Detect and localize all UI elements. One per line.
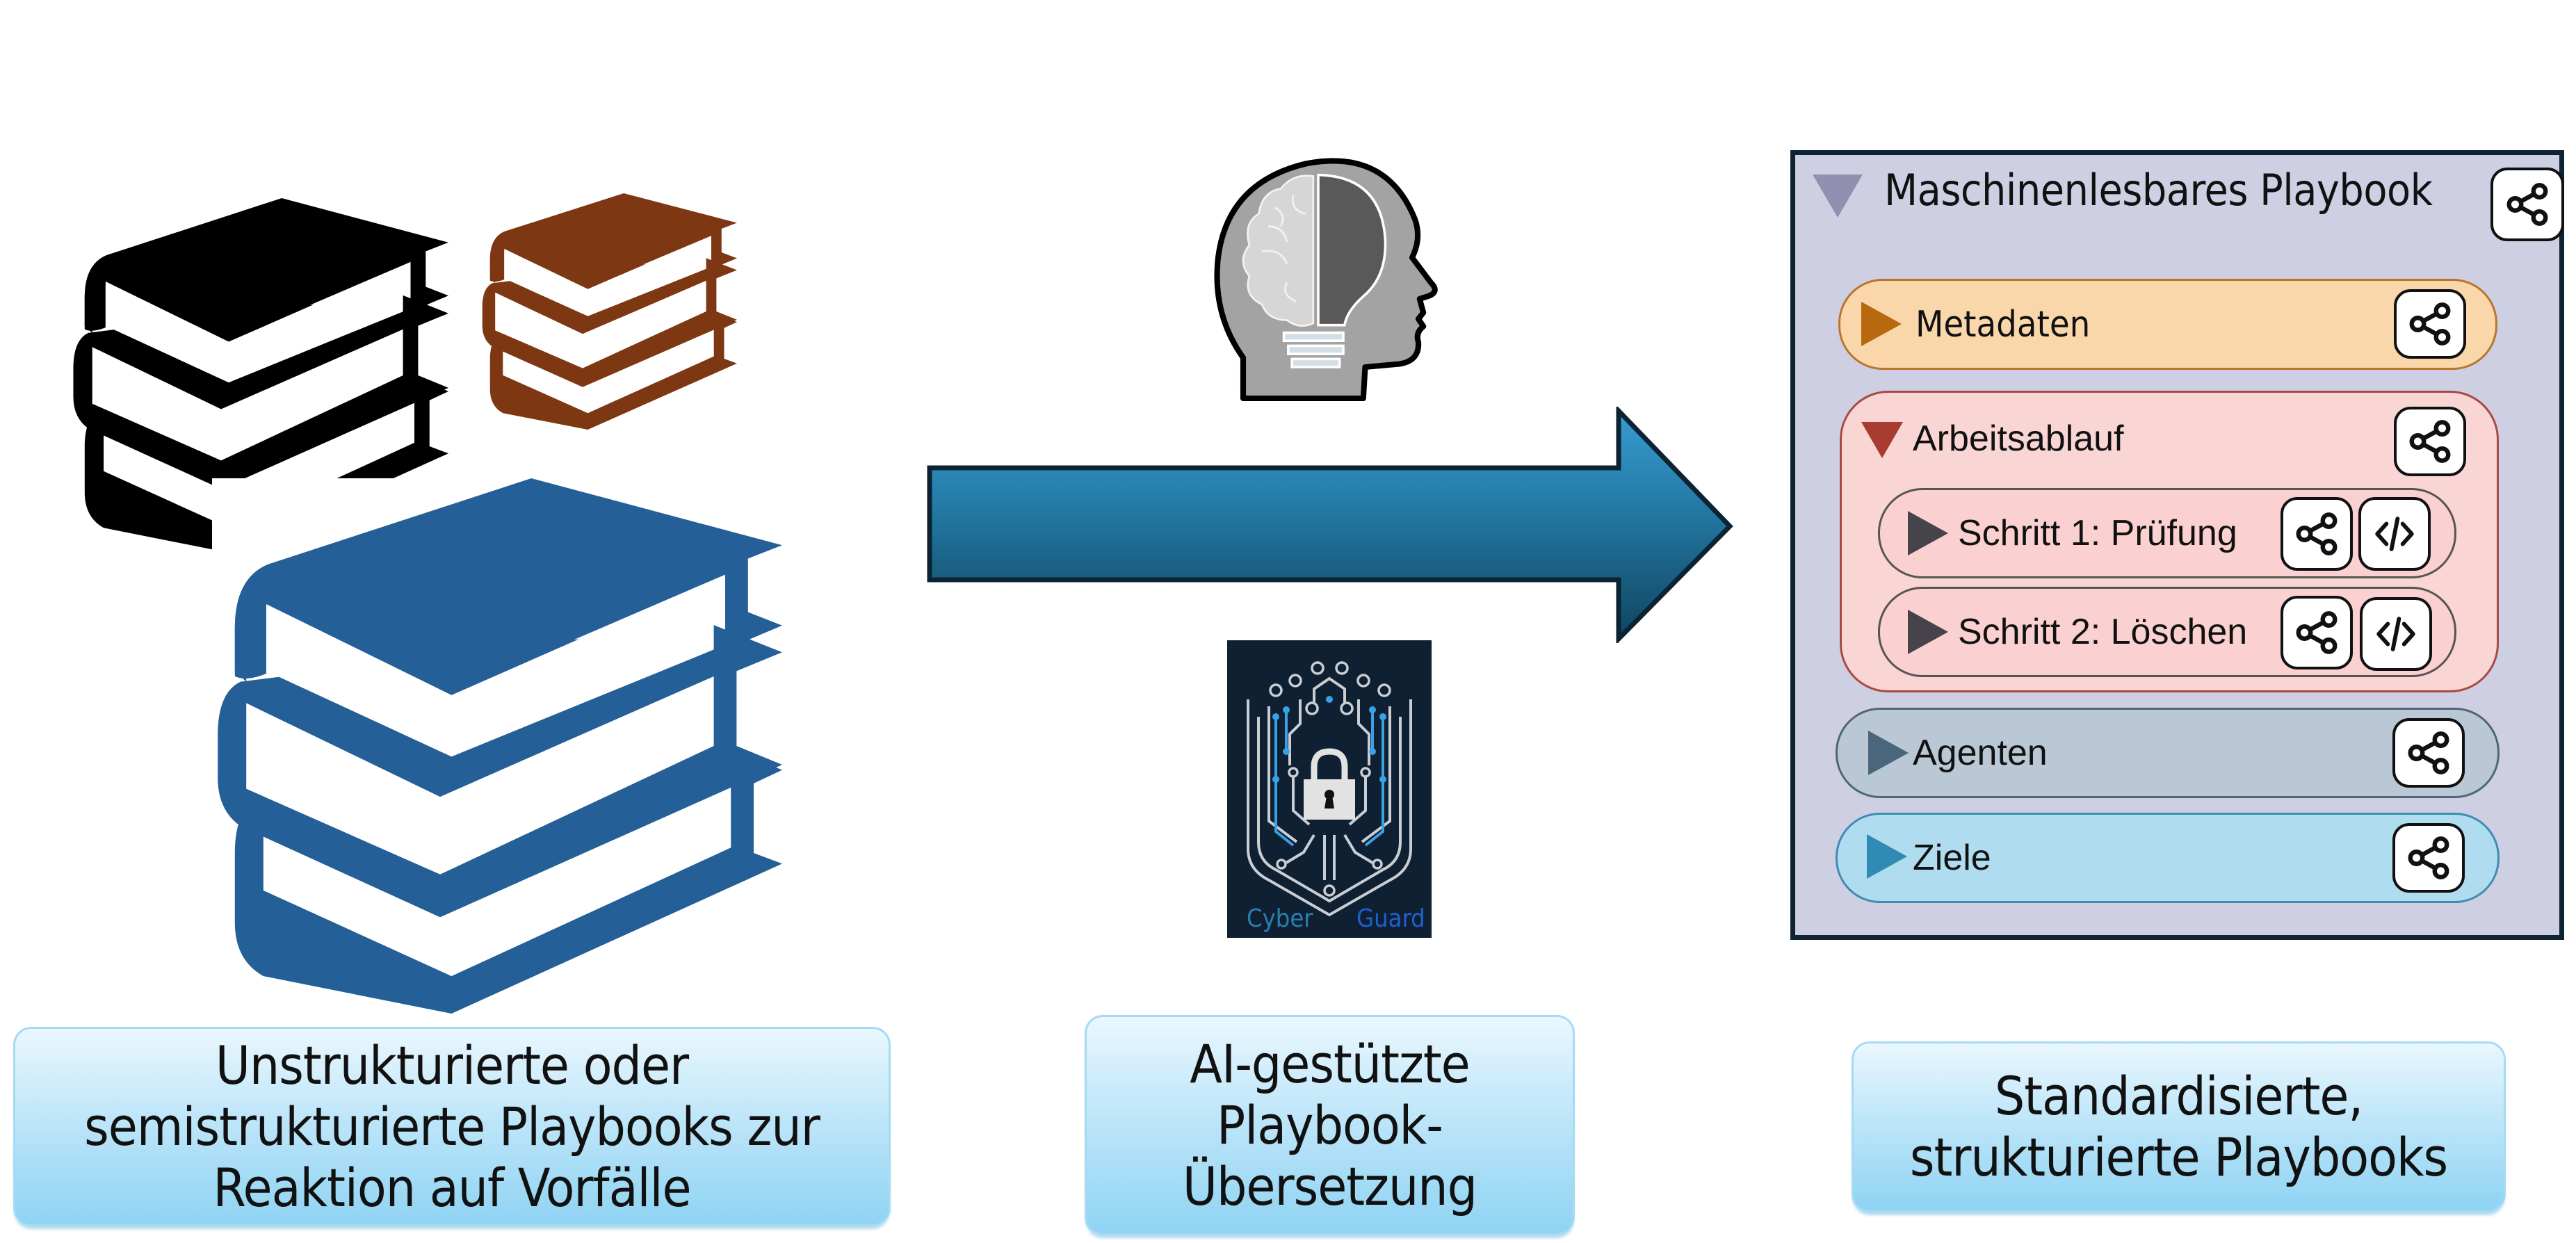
- section-label: Ziele: [1913, 838, 1991, 878]
- caption-line: Playbook-: [1217, 1094, 1443, 1156]
- code-button[interactable]: [2358, 497, 2431, 571]
- caption-line: Unstrukturierte oder: [215, 1034, 689, 1096]
- books-stack-icon: [212, 478, 782, 1014]
- share-button[interactable]: [2281, 497, 2353, 571]
- caption-line: Standardisierte,: [1994, 1065, 2363, 1127]
- share-icon: [2406, 300, 2454, 348]
- cyber-guard-word2: Guard: [1356, 904, 1425, 933]
- caption-unstructured-playbooks: Unstrukturierte oder semistrukturierte P…: [13, 1027, 891, 1226]
- expand-triangle-icon[interactable]: [1867, 834, 1907, 879]
- share-button[interactable]: [2281, 596, 2353, 669]
- ai-head-lightbulb-icon: [1199, 149, 1450, 416]
- share-button[interactable]: [2490, 168, 2564, 241]
- section-arbeitsablauf[interactable]: Arbeitsablauf Schritt 1: Prüfung Schritt…: [1840, 391, 2499, 692]
- caption-line: Übersetzung: [1182, 1155, 1477, 1217]
- share-icon: [2503, 180, 2552, 229]
- code-icon: [2370, 510, 2419, 558]
- share-button[interactable]: [2394, 407, 2466, 476]
- transformation-arrow: [925, 407, 1735, 643]
- expand-triangle-icon[interactable]: [1908, 511, 1948, 555]
- expand-triangle-icon[interactable]: [1868, 731, 1909, 775]
- collapse-triangle-icon[interactable]: [1861, 422, 1903, 458]
- caption-line: semistrukturierte Playbooks zur: [84, 1095, 820, 1157]
- step-label: Schritt 1: Prüfung: [1958, 513, 2237, 553]
- share-button[interactable]: [2394, 289, 2466, 359]
- share-icon: [2406, 417, 2454, 466]
- section-label: Agenten: [1913, 733, 2048, 773]
- code-icon: [2372, 610, 2420, 658]
- section-ziele[interactable]: Ziele: [1836, 813, 2500, 903]
- share-icon: [2292, 608, 2341, 657]
- share-icon: [2292, 510, 2341, 558]
- section-agenten[interactable]: Agenten: [1836, 708, 2500, 798]
- books-stack-icon: [480, 193, 737, 430]
- caption-structured-playbooks: Standardisierte, strukturierte Playbooks: [1852, 1041, 2506, 1212]
- playbook-panel: Maschinenlesbares Playbook Metadaten Arb…: [1790, 150, 2564, 940]
- expand-triangle-icon[interactable]: [1908, 610, 1948, 654]
- step-1[interactable]: Schritt 1: Prüfung: [1878, 488, 2456, 578]
- share-button[interactable]: [2392, 718, 2465, 788]
- section-label: Metadaten: [1915, 303, 2091, 346]
- cyber-guard-word1: Cyber: [1247, 904, 1313, 933]
- section-label: Arbeitsablauf: [1913, 419, 2124, 459]
- caption-line: Reaktion auf Vorfälle: [213, 1156, 691, 1219]
- step-2[interactable]: Schritt 2: Löschen: [1878, 587, 2456, 677]
- panel-title: Maschinenlesbares Playbook: [1884, 165, 2433, 216]
- share-icon: [2404, 729, 2453, 777]
- expand-triangle-icon[interactable]: [1861, 302, 1902, 346]
- caption-ai-translation: AI-gestützte Playbook- Übersetzung: [1085, 1015, 1575, 1235]
- share-button[interactable]: [2392, 823, 2465, 893]
- caption-line: strukturierte Playbooks: [1909, 1126, 2448, 1188]
- code-button[interactable]: [2360, 597, 2432, 671]
- cyber-guard-shield-icon: Cyber Guard: [1227, 640, 1432, 938]
- collapse-triangle-icon[interactable]: [1813, 174, 1863, 218]
- section-metadaten[interactable]: Metadaten: [1838, 279, 2497, 370]
- caption-line: AI-gestützte: [1190, 1032, 1470, 1095]
- share-icon: [2404, 834, 2453, 882]
- step-label: Schritt 2: Löschen: [1958, 612, 2248, 652]
